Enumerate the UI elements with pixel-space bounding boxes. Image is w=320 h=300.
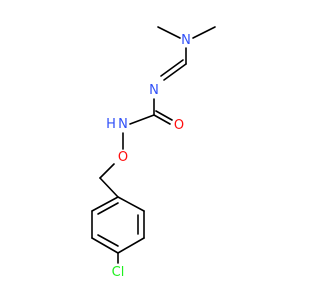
atom-label-carbonyl-o: O [174,118,184,133]
bond-ch-imine-2 [160,59,184,77]
ring-bond-1 [117,196,145,212]
bond-methyl-right [192,26,216,39]
structure-diagram: N N O N H O Cl [91,26,216,280]
bond-ch2-ring [99,177,119,198]
molecule-drawing: N N O N H O Cl [91,26,216,280]
bond-carbonyl-o-2 [155,110,173,121]
ring-double-2 [97,234,119,247]
atom-label-amide-h: H [106,117,116,132]
ring-bond-3 [117,237,145,254]
atom-label-imine-n: N [149,83,159,98]
ring-bond-4 [91,237,119,254]
atom-label-amide-n: N [118,117,128,132]
atom-labels-group: N N O N H O Cl [106,33,191,280]
atom-label-amine-n: N [181,33,191,48]
bond-methyl-left [157,26,181,39]
ring-bond-6 [91,196,119,212]
atom-label-cl: Cl [112,265,125,280]
bonds-group [91,26,216,264]
bond-carbonyl-nh [129,114,155,125]
bond-ch-imine [163,63,187,81]
ring-double-3 [97,202,119,215]
atom-label-ether-o: O [118,150,128,165]
bond-o-ch2 [99,163,115,179]
bond-carbonyl-o [153,114,171,125]
